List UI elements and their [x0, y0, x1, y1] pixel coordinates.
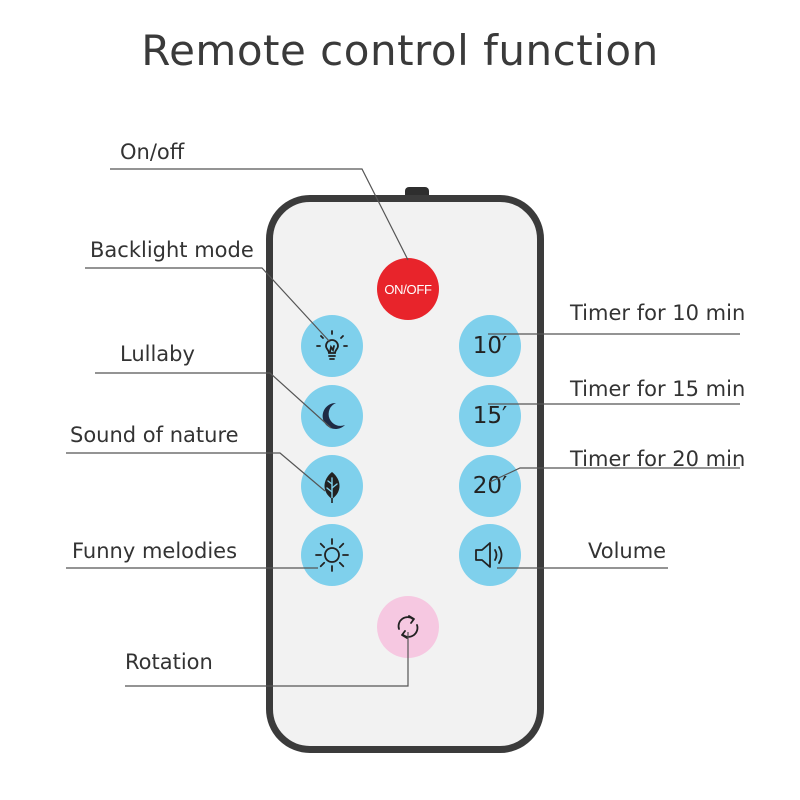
leaf-icon [324, 472, 340, 504]
timer-20-button-label: 20′ [472, 473, 508, 499]
timer-10-button-label: 10′ [472, 333, 508, 359]
rotate-icon [397, 615, 419, 639]
lullaby-button[interactable] [301, 385, 363, 447]
timer-20-button[interactable]: 20′ [459, 455, 521, 517]
label-timer-10: Timer for 10 min [570, 301, 746, 325]
label-timer-20: Timer for 20 min [570, 447, 746, 471]
on-off-button[interactable]: ON/OFF [377, 258, 439, 320]
label-funny-melodies: Funny melodies [72, 539, 238, 563]
on-off-button-label: ON/OFF [384, 281, 432, 297]
sound-of-nature-button[interactable] [301, 455, 363, 517]
funny-melodies-button[interactable] [301, 524, 363, 586]
label-volume: Volume [588, 539, 667, 563]
page-title: Remote control function [141, 26, 659, 75]
volume-button[interactable] [459, 524, 521, 586]
timer-15-button-label: 15′ [472, 403, 508, 429]
moon-icon [322, 402, 345, 429]
speaker-icon [475, 542, 503, 568]
sun-icon [315, 538, 349, 572]
rotation-button[interactable] [377, 596, 439, 658]
label-backlight-mode: Backlight mode [90, 238, 254, 262]
timer-15-button[interactable]: 15′ [459, 385, 521, 447]
lightbulb-icon [316, 330, 348, 360]
label-rotation: Rotation [125, 650, 213, 674]
label-lullaby: Lullaby [120, 342, 195, 366]
label-on-off: On/off [120, 140, 185, 164]
label-timer-15: Timer for 15 min [570, 377, 746, 401]
label-sound-of-nature: Sound of nature [70, 423, 239, 447]
backlight-mode-button[interactable] [301, 315, 363, 377]
timer-10-button[interactable]: 10′ [459, 315, 521, 377]
